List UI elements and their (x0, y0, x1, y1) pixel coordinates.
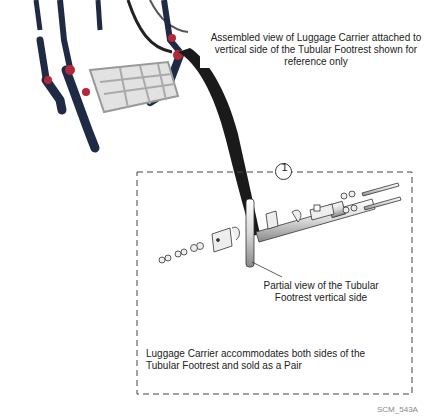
callout-number: 1 (276, 160, 293, 175)
detail-frame (137, 172, 412, 394)
annotation: Partial view of the Tubular Footrest ver… (246, 280, 396, 304)
note-text: Luggage Carrier accommodates both sides … (146, 348, 401, 372)
leader-line (252, 262, 282, 277)
wheelchair (36, 0, 188, 148)
drawing-code: SCM_543A (377, 405, 437, 415)
annotation: Assembled view of Luggage Carrier attach… (200, 32, 432, 68)
callout-circle: 1 (275, 163, 292, 180)
exploded-parts (159, 183, 401, 267)
